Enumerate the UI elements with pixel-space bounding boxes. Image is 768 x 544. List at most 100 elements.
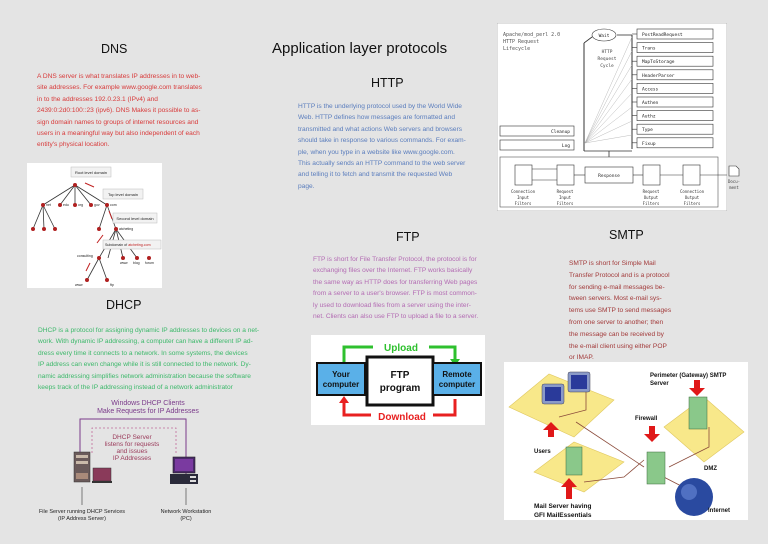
smtp-line: the message can be received by [569, 330, 664, 338]
svg-text:Cycle: Cycle [600, 63, 614, 69]
http-phase-label: Trans [642, 46, 656, 52]
perimeter-label: Perimeter (Gateway) SMTP [650, 373, 726, 379]
server-tower-icon [73, 451, 91, 483]
dhcp-line: dress every time it connects to a networ… [38, 349, 248, 357]
ftp-line: FTP is short for File Transfer Protocol,… [313, 256, 477, 263]
smtp-server-icon [688, 396, 708, 430]
dns-leaf-ftp: ftp [110, 283, 114, 287]
ftp-line: from a server to a user's browser. FTP i… [313, 290, 477, 298]
svg-text:(IP Address Server): (IP Address Server) [58, 516, 106, 522]
svg-text:and issues: and issues [116, 448, 148, 455]
ftp-heading: FTP [396, 230, 420, 244]
dhcp-line: keeps track of the IP addressing instead… [38, 384, 233, 392]
dhcp-clients-label: Windows DHCP Clients [111, 400, 185, 407]
internet-label: Internet [708, 508, 730, 514]
svg-text:HTTP: HTTP [602, 49, 613, 55]
http-line: HTTP is the underlying protocol used by … [298, 103, 462, 110]
log-phase [499, 139, 575, 151]
svg-text:Output: Output [685, 195, 700, 200]
dns-node-blog: blog [133, 261, 140, 265]
mail-server-label: Mail Server having [534, 503, 591, 510]
http-phase-label: Type [642, 127, 653, 133]
svg-text:Request: Request [557, 189, 574, 194]
svg-text:Your: Your [332, 370, 350, 379]
svg-text:computer: computer [323, 380, 359, 389]
svg-text:Output: Output [644, 195, 659, 200]
http-line: Web. HTTP defines how messages are forma… [298, 114, 455, 122]
dns-diagram-bg [27, 163, 162, 288]
ftp-diagram: FTP program Upload Download Your compute… [311, 335, 485, 425]
svg-text:Connection: Connection [680, 189, 705, 194]
dhcp-line: IP address can even change while it is s… [38, 361, 251, 369]
http-heading: HTTP [371, 76, 404, 90]
ftp-line: net. Clients can also use FTP to upload … [313, 313, 479, 321]
firewall-server-icon [646, 451, 666, 485]
svg-text:Filters: Filters [515, 201, 532, 206]
dns-line: 2439:0:2d0:100::23 (ipv6). DNS Makes it … [37, 107, 201, 115]
dhcp-line: DHCP is a protocol for assigning dynamic… [38, 327, 260, 334]
dhcp-workstation-caption: Network Workstation [161, 509, 212, 515]
request-arrow [79, 418, 187, 483]
cleanup-phase [499, 125, 575, 137]
ftp-line: the same way as HTTP does for transferri… [313, 278, 478, 286]
svg-text:Remote: Remote [442, 370, 472, 379]
smtp-line: from one server to another; then [569, 318, 664, 326]
http-line: page. [298, 182, 315, 190]
dhcp-heading: DHCP [106, 298, 142, 312]
dns-heading: DNS [101, 42, 128, 56]
dns-node-www: www [120, 261, 128, 265]
http-phase-label: HeaderParser [642, 73, 675, 79]
download-label: Download [378, 412, 426, 423]
svg-text:Filters: Filters [684, 201, 701, 206]
dns-second-label: Second level domain [116, 216, 153, 221]
svg-text:Make Requests for IP Addresses: Make Requests for IP Addresses [97, 408, 199, 415]
http-line: This actually sends an HTTP command to t… [298, 160, 466, 168]
svg-text:Input: Input [517, 195, 530, 200]
dns-line: sign domain names to groups of internet … [37, 118, 199, 126]
smtp-line: for sending e-mail messages be- [569, 283, 665, 291]
ftp-paragraph: FTP is short for File Transfer Protocol,… [313, 254, 513, 322]
svg-text:Cleanup: Cleanup [551, 129, 570, 135]
svg-text:GFI MailEssentials: GFI MailEssentials [534, 512, 592, 519]
ftp-line: exchanging files over the Internet. FTP … [313, 267, 473, 275]
dns-paragraph: A DNS server is what translates IP addre… [37, 71, 267, 151]
http-paragraph: HTTP is the underlying protocol used by … [298, 101, 498, 192]
arrow-icon [96, 234, 104, 244]
dns-line: site addresses. For example www.google.c… [37, 84, 202, 92]
smtp-line: tween servers. Most e-mail sys- [569, 295, 662, 303]
http-lifecycle-diagram: Apache/mod_perl 2.0 HTTP Request Lifecyc… [497, 23, 727, 211]
dhcp-line: namic addressing simplifies network admi… [38, 372, 251, 380]
dns-node-consulting: consulting [77, 254, 93, 258]
dns-top-label: Top level domain [108, 192, 138, 197]
dns-node-gov: gov [94, 203, 100, 207]
http-line: should take in response to various comma… [298, 137, 466, 145]
smtp-paragraph: SMTP is short for Simple Mail Transfer P… [569, 258, 699, 364]
svg-text:Filters: Filters [643, 201, 660, 206]
smtp-line: SMTP is short for Simple Mail [569, 260, 656, 267]
svg-text:program: program [380, 383, 421, 394]
smtp-line: or IMAP. [569, 354, 594, 362]
smtp-diagram: Perimeter (Gateway) SMTP Server Firewall… [504, 362, 748, 520]
request-input-filter [556, 164, 575, 186]
request-output-filter [642, 164, 661, 186]
connection-output-filter [682, 164, 701, 186]
dns-node-forum: forum [145, 261, 154, 265]
smtp-line: Transfer Protocol and is a protocol [569, 271, 670, 279]
your-computer-box [316, 362, 366, 396]
dhcp-server-caption: File Server running DHCP Services [39, 509, 125, 515]
smtp-line: tems use SMTP to send messages [569, 307, 672, 315]
dmz-label: DMZ [704, 466, 717, 472]
svg-text:listens for requests: listens for requests [105, 441, 160, 448]
dns-node-org: org [78, 203, 83, 207]
remote-computer-box [432, 362, 482, 396]
svg-text:Docu-: Docu- [728, 179, 740, 184]
svg-text:Connection: Connection [511, 189, 536, 194]
dns-line: users in a meaningful way but also indep… [37, 130, 200, 138]
svg-text:Lifecycle: Lifecycle [503, 46, 530, 52]
smtp-heading: SMTP [609, 228, 644, 242]
dns-node-edu: edu [63, 203, 69, 207]
svg-text:HTTP Request: HTTP Request [503, 39, 539, 45]
svg-text:Request: Request [598, 56, 617, 62]
http-phase-label: Authen [642, 100, 659, 106]
svg-text:Server: Server [650, 381, 669, 387]
